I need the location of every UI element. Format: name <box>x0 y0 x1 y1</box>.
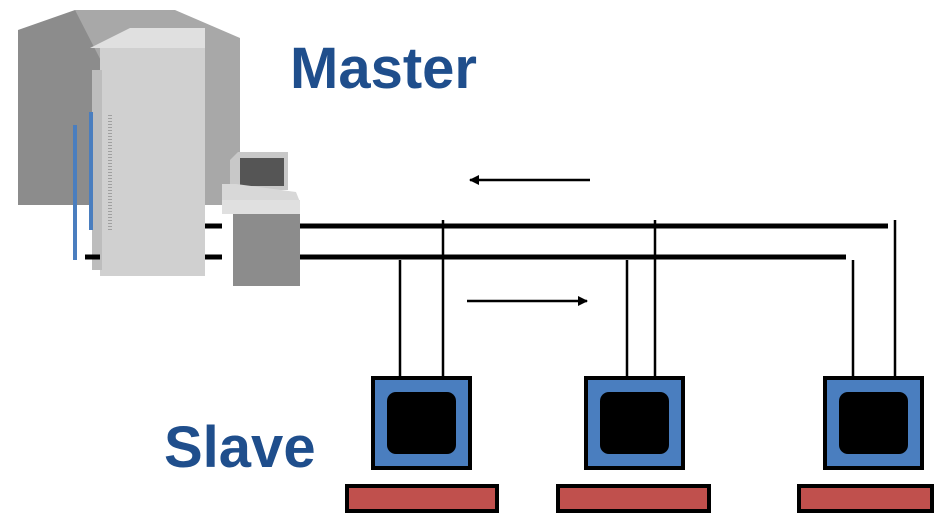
console-desk-top <box>222 200 300 214</box>
mainframe-blue-stripe-2 <box>89 112 93 230</box>
slave-monitor-screen <box>387 392 456 454</box>
slave-monitor-screen <box>839 392 908 454</box>
drop-wires <box>398 220 897 378</box>
mainframe-front-cabinet <box>100 48 205 276</box>
slave-terminal-3 <box>797 376 934 513</box>
bus-lines <box>85 223 888 260</box>
console-workstation <box>222 152 300 286</box>
master-label: Master <box>290 36 477 101</box>
slave-label: Slave <box>164 415 316 480</box>
slave-terminal-1 <box>345 376 499 513</box>
mainframe-computer <box>18 10 240 276</box>
slave-keyboard <box>797 484 934 513</box>
slave-monitor-screen <box>600 392 669 454</box>
slave-terminal-2 <box>556 376 711 513</box>
slave-keyboard <box>556 484 711 513</box>
console-cabinet <box>233 214 300 286</box>
mainframe-side-edge <box>92 70 102 270</box>
mainframe-blue-stripe <box>73 125 77 260</box>
console-keyboard <box>222 184 300 202</box>
console-screen <box>240 158 284 186</box>
mainframe-top <box>90 28 205 48</box>
slave-keyboard <box>345 484 499 513</box>
